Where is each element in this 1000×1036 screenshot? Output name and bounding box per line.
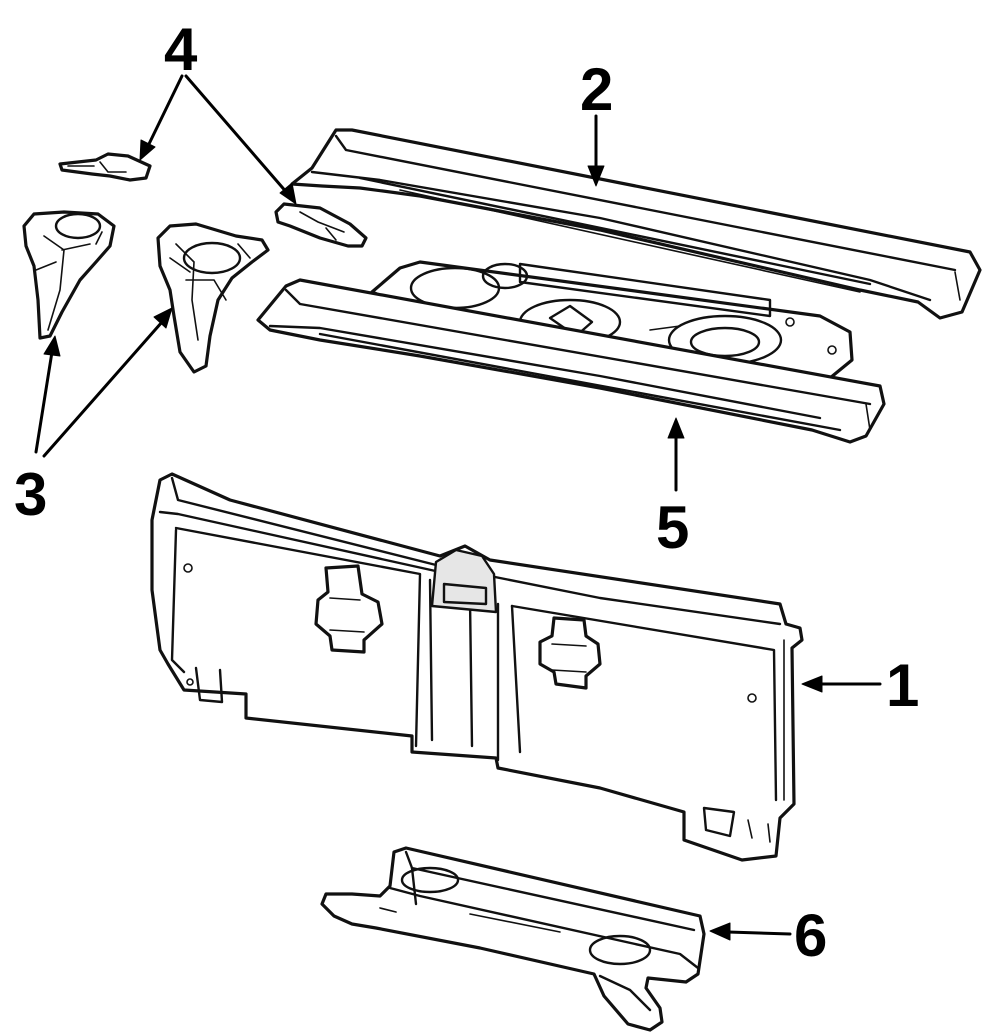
arrowhead-3a — [43, 335, 61, 357]
leader-6 — [726, 930, 792, 936]
leader-lines — [34, 74, 882, 941]
callout-labels: 4 2 3 5 1 6 — [14, 16, 919, 969]
callout-3: 3 — [14, 461, 47, 528]
callout-6: 6 — [794, 902, 827, 969]
part-1-cowl-bulkhead — [150, 472, 804, 862]
callout-1: 1 — [886, 652, 919, 719]
arrowhead-4a — [139, 139, 156, 161]
leader-3b — [42, 320, 164, 458]
leader-3a — [34, 350, 54, 454]
arrowhead-5 — [667, 417, 685, 439]
arrowhead-6 — [709, 922, 731, 941]
leader-4b — [184, 74, 290, 196]
part-5-cowl-vent-panel — [256, 260, 886, 444]
arrowhead-4b — [279, 182, 297, 205]
part-6-lower-cross-member — [320, 846, 706, 1032]
callout-2: 2 — [580, 56, 613, 123]
callout-4: 4 — [164, 16, 198, 83]
leader-4a — [146, 74, 184, 148]
arrowhead-2 — [587, 165, 605, 187]
part-4-brackets — [58, 152, 368, 248]
part-2-cowl-top-panel — [290, 128, 982, 320]
callout-5: 5 — [656, 494, 689, 561]
arrowhead-3b — [153, 307, 173, 329]
arrowhead-1 — [801, 675, 823, 693]
part-3-braces — [22, 210, 270, 374]
